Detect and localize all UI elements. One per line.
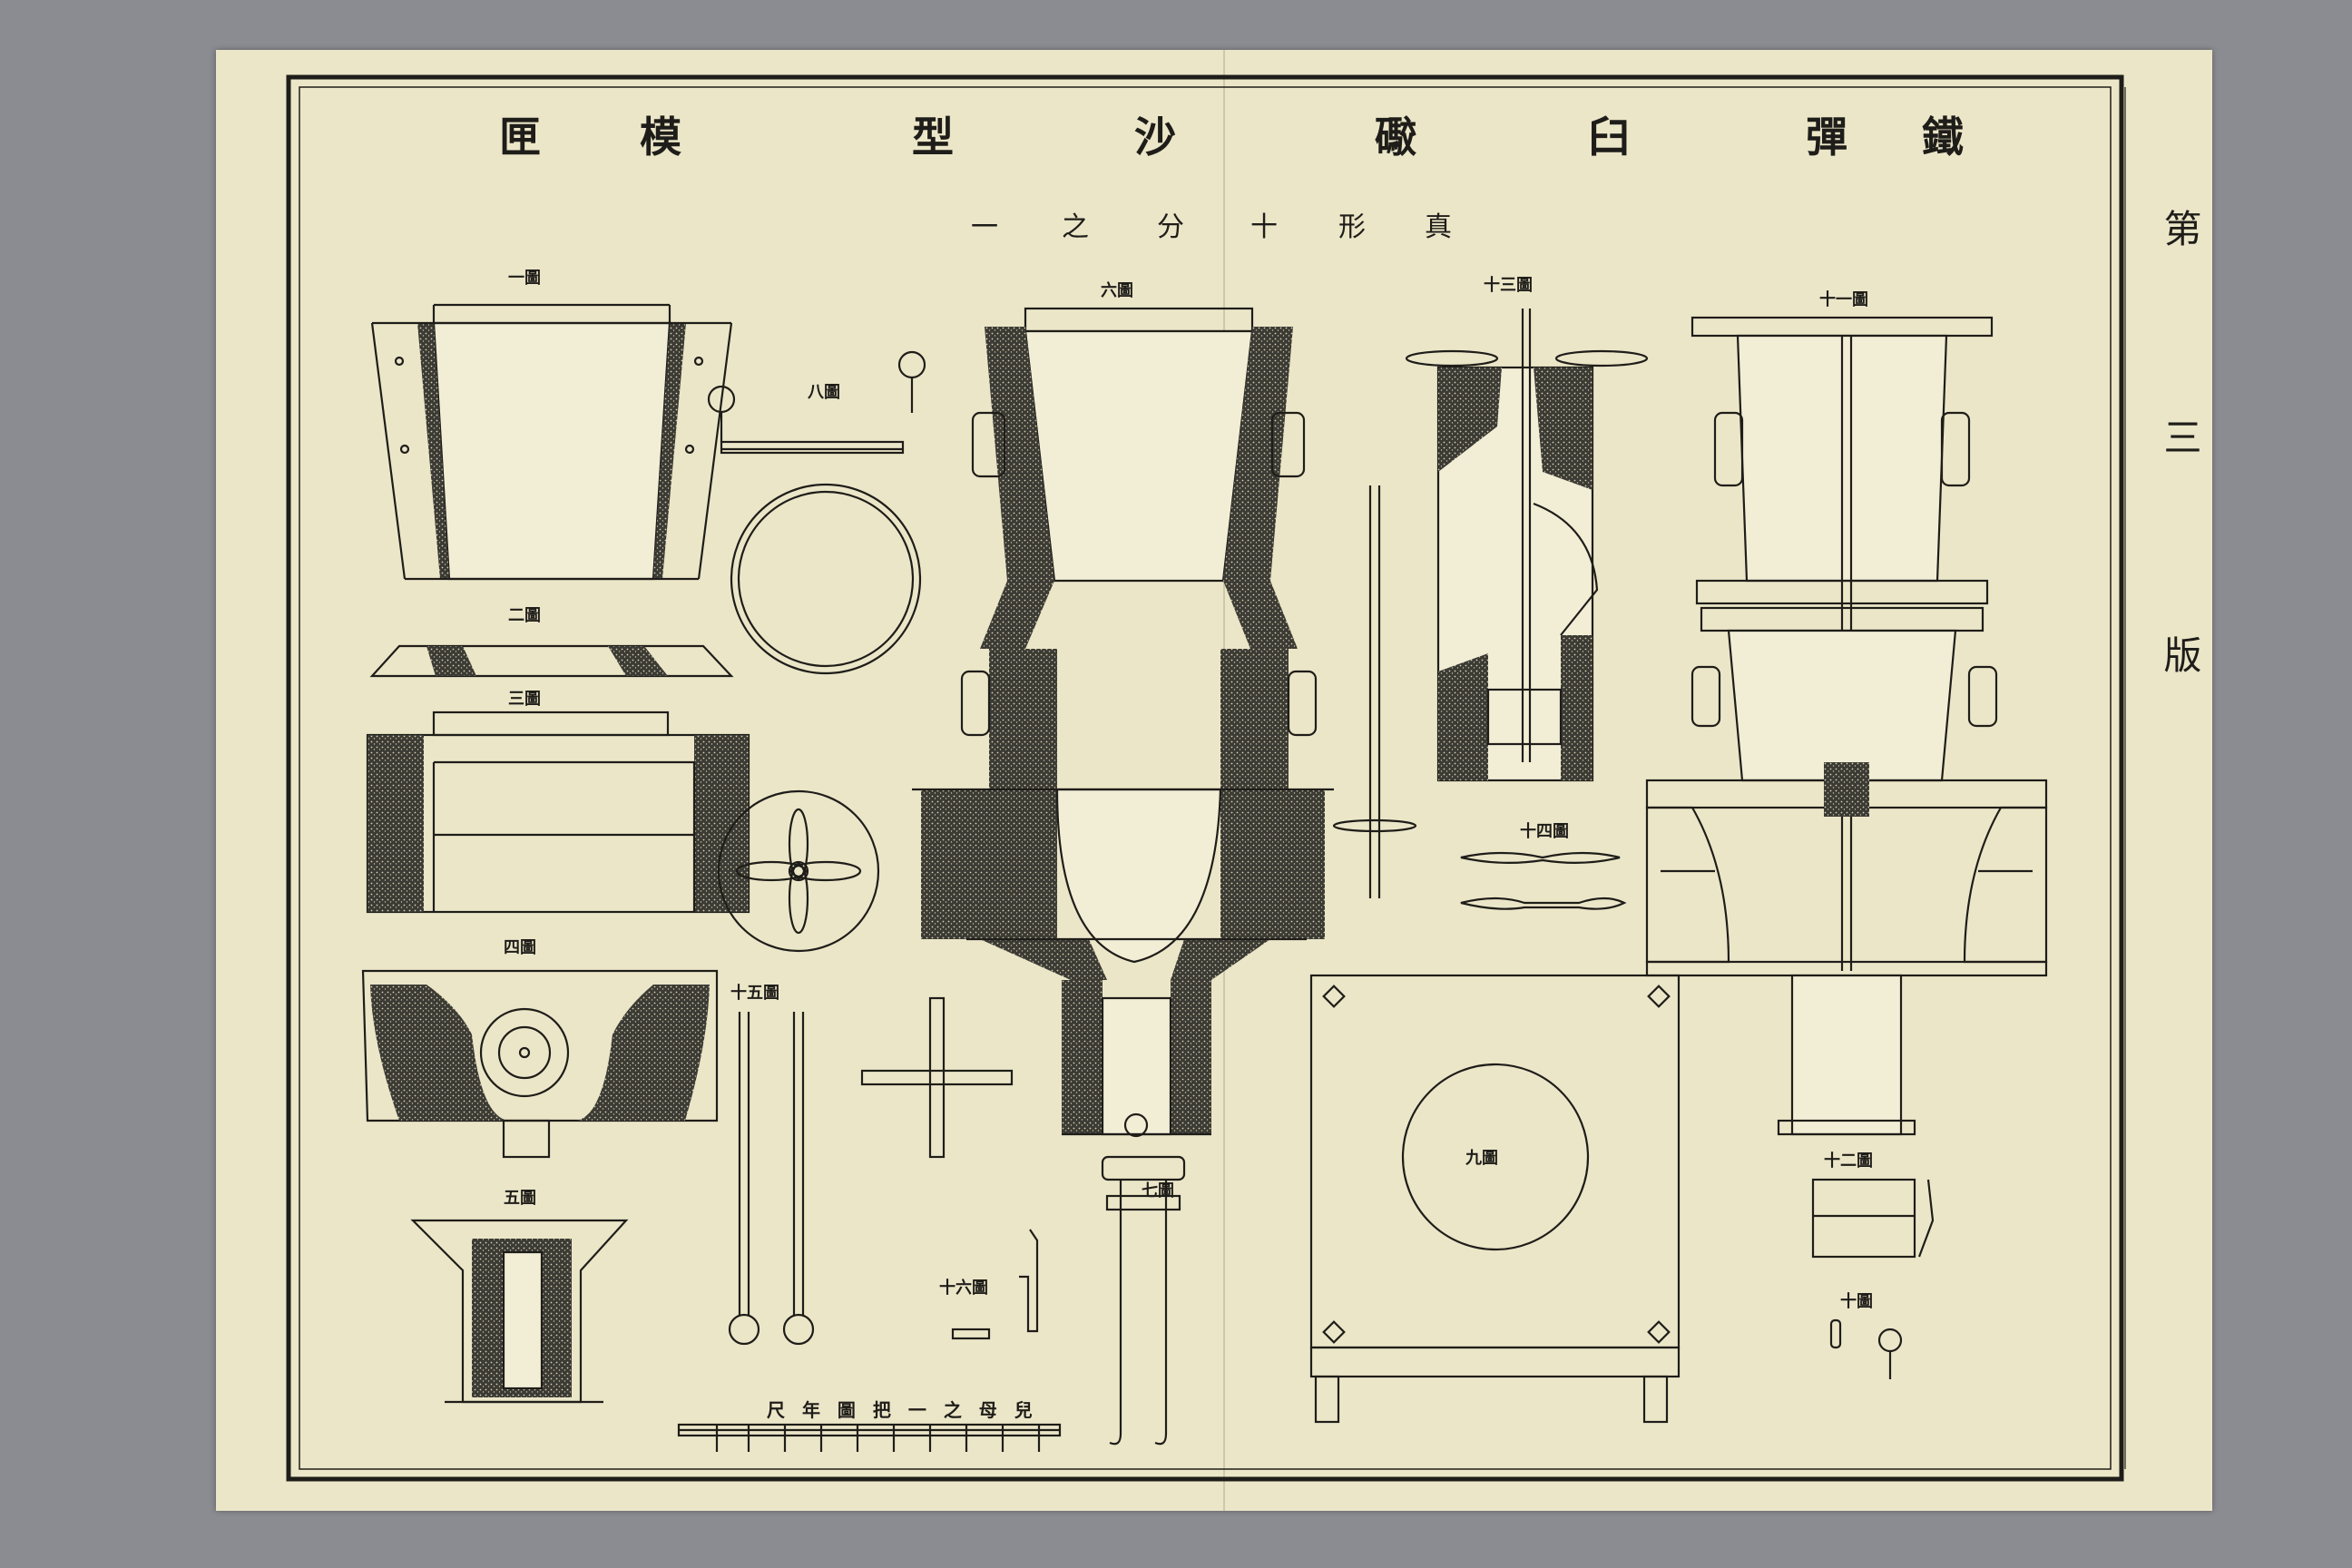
figure-15-label: 十五圖 <box>730 984 779 1003</box>
figure-16-label: 十六圖 <box>939 1279 988 1298</box>
figure-1-drawing <box>370 303 733 581</box>
figure-4-drawing <box>361 969 719 1159</box>
figure-12-label: 十二圖 <box>1824 1152 1873 1171</box>
figure-11-label: 十一圖 <box>1819 290 1868 309</box>
frame-outer <box>286 74 2124 1482</box>
cross-piece-drawing <box>860 996 1014 1159</box>
figure-5-drawing <box>410 1219 629 1404</box>
figure-2-drawing <box>369 644 734 678</box>
figure-15-drawing <box>728 1012 815 1346</box>
figure-9-label: 九圖 <box>1465 1149 1498 1168</box>
subtitle-char-6: 真 <box>1425 211 1452 243</box>
figure-14-drawing <box>1460 851 1627 910</box>
figure-5-label: 五圖 <box>504 1189 536 1208</box>
title-char-6: 臼 <box>1588 113 1630 162</box>
figure-1-label: 一圖 <box>508 269 541 288</box>
cross-plate-drawing <box>717 789 880 953</box>
plate-char-1: 第 <box>2158 209 2202 247</box>
title-char-2: 模 <box>640 113 681 162</box>
figure-11-drawing <box>1645 316 2048 1136</box>
figure-6-drawing <box>912 307 1334 1138</box>
figure-3-label: 三圖 <box>508 690 541 709</box>
figure-8-drawing <box>707 350 926 675</box>
figure-3-drawing <box>366 710 750 914</box>
figure-7-label: 七圖 <box>1142 1181 1174 1200</box>
figure-13-label: 十三圖 <box>1484 276 1533 295</box>
plate-char-2: 三 <box>2158 417 2202 456</box>
figure-2-label: 二圖 <box>508 606 541 625</box>
subtitle-char-3: 分 <box>1157 211 1184 243</box>
title-char-1: 匣 <box>499 113 541 162</box>
figure-9-drawing <box>1309 974 1681 1424</box>
figure-14-label: 十四圖 <box>1520 822 1569 841</box>
title-char-8: 鐵 <box>1922 113 1964 162</box>
frame-inner <box>299 86 2112 1470</box>
subtitle-char-1: 一 <box>971 211 998 243</box>
plate-char-3: 版 <box>2158 635 2202 673</box>
figure-7-drawing <box>1101 1155 1186 1446</box>
figure-12-drawing <box>1811 1178 1935 1259</box>
title-char-3: 型 <box>912 113 954 162</box>
title-char-4: 沙 <box>1134 113 1176 162</box>
subtitle-char-2: 之 <box>1062 211 1089 243</box>
figure-10-drawing <box>1829 1318 1903 1379</box>
title-char-5: 礮 <box>1375 113 1416 162</box>
scale-caption: 尺 年 圖 把 一 之 母 兒 <box>767 1399 1038 1421</box>
figure-6-label: 六圖 <box>1101 281 1133 300</box>
subtitle-char-5: 形 <box>1338 211 1366 243</box>
title-char-7: 彈 <box>1806 113 1847 162</box>
figure-16-drawing <box>951 1229 1039 1340</box>
scale-bar <box>677 1423 1062 1452</box>
figure-10-label: 十圖 <box>1840 1292 1873 1311</box>
figure-8-label: 八圖 <box>808 383 840 402</box>
figure-13-drawing <box>1405 309 1649 782</box>
long-rod-drawing <box>1332 485 1417 898</box>
subtitle-char-4: 十 <box>1250 211 1278 243</box>
figure-4-label: 四圖 <box>504 938 536 957</box>
